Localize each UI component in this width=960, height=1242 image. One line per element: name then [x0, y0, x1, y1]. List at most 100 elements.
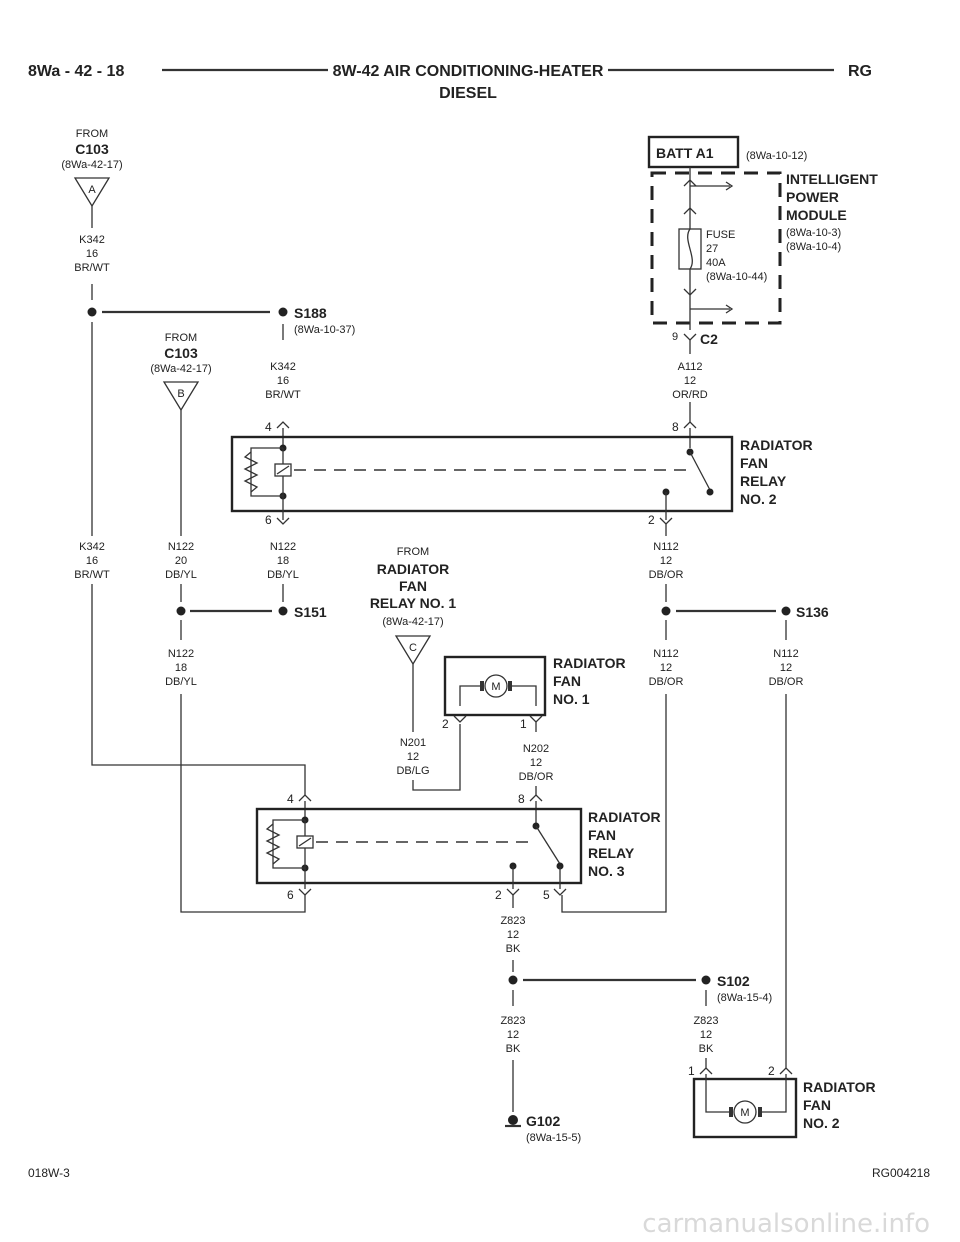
wire-gauge: 12	[407, 751, 419, 763]
wire-color: DB/YL	[165, 676, 197, 688]
wire-color: DB/OR	[649, 676, 684, 688]
ipm-ref2: (8Wa-10-4)	[786, 241, 841, 253]
wire-color: BK	[506, 1043, 521, 1055]
wire-gauge: 16	[86, 248, 98, 260]
ipm-line3: MODULE	[786, 207, 847, 223]
ipm-line1: INTELLIGENT	[786, 171, 878, 187]
wire-color: BR/WT	[265, 389, 301, 401]
wire-label: N122	[270, 541, 296, 553]
wire-color: DB/OR	[649, 569, 684, 581]
radiator-fan-relay-3: 4 8 RADIATOR FAN RELAY NO. 3 6 2 5 Z823	[255, 792, 661, 955]
wire-gauge: 16	[277, 375, 289, 387]
fuse-ref: (8Wa-10-44)	[706, 271, 767, 283]
wire-label: K342	[270, 361, 296, 373]
wire-gauge: 12	[684, 375, 696, 387]
connector-ref: (8Wa-42-17)	[61, 159, 122, 171]
intelligent-power-module: BATT A1 (8Wa-10-12) INTELLIGENT POWER MO…	[647, 135, 878, 401]
relay-line3: RELAY	[588, 845, 635, 861]
connector-ref: (8Wa-42-17)	[150, 363, 211, 375]
from-c103-b: FROM C103 (8Wa-42-17) B	[150, 332, 212, 536]
pin-4: 4	[287, 792, 294, 806]
header-right: RG	[848, 63, 872, 80]
splice-s188: S188 (8Wa-10-37) K342 16 BR/WT	[87, 305, 355, 401]
wire-gauge: 12	[507, 1029, 519, 1041]
ground-icon	[508, 1115, 518, 1125]
connector-triangle	[162, 381, 200, 412]
pin-5: 5	[543, 888, 550, 902]
wire-color: BK	[699, 1043, 714, 1055]
wire-color: BR/WT	[74, 262, 110, 274]
relay-box	[230, 435, 734, 513]
wire-gauge: 12	[507, 929, 519, 941]
batt-ref: (8Wa-10-12)	[746, 150, 807, 162]
splice-name: S188	[294, 305, 327, 321]
fuse-label: FUSE	[706, 229, 735, 241]
motor-icon	[484, 674, 508, 698]
wire-color: DB/YL	[165, 569, 197, 581]
splice-s102: S102 (8Wa-15-4) Z823 12 BK Z823 12 BK	[500, 960, 772, 1112]
wire-gauge: 12	[660, 662, 672, 674]
from-line3: RELAY NO. 1	[370, 595, 457, 611]
ground-name: G102	[526, 1113, 560, 1129]
connector-pin: A	[88, 184, 96, 196]
relay-box	[255, 807, 583, 885]
relay-line2: FAN	[588, 827, 616, 843]
radiator-fan-2: 1 2 RADIATOR FAN NO. 2 M	[688, 1064, 876, 1139]
connector-name: C103	[164, 345, 198, 361]
splice-name: S136	[796, 604, 829, 620]
fuse-amp: 40A	[706, 257, 726, 269]
pin-2: 2	[495, 888, 502, 902]
ground-g102: G102 (8Wa-15-5)	[505, 1113, 581, 1144]
from-line1: RADIATOR	[377, 561, 450, 577]
wire-gauge: 12	[700, 1029, 712, 1041]
relay-line1: RADIATOR	[588, 809, 661, 825]
wire-gauge: 16	[86, 555, 98, 567]
relay-line1: RADIATOR	[740, 437, 813, 453]
motor-label: M	[491, 681, 500, 693]
from-line2: FAN	[399, 578, 427, 594]
pin-4: 4	[265, 420, 272, 434]
connector-pin: 9	[672, 331, 678, 343]
fan-box	[692, 1077, 798, 1139]
relay-line4: NO. 3	[588, 863, 625, 879]
fuse-number: 27	[706, 243, 718, 255]
footer-right: RG004218	[872, 1166, 930, 1180]
wire-labels-mid: K342 16 BR/WT N122 20 DB/YL N122 18 DB/Y…	[74, 541, 683, 581]
wire-label: N112	[773, 648, 798, 660]
wire-gauge: 12	[530, 757, 542, 769]
wire-color: DB/YL	[267, 569, 299, 581]
pin-2: 2	[442, 717, 449, 731]
splice-s151: S151 N122 18 DB/YL	[165, 584, 327, 913]
relay-line4: NO. 2	[740, 491, 777, 507]
pin-2: 2	[648, 513, 655, 527]
from-label: FROM	[397, 546, 429, 558]
wire-label: Z823	[500, 915, 525, 927]
fan-line3: NO. 2	[803, 1115, 840, 1131]
header-title: 8W-42 AIR CONDITIONING-HEATER	[333, 63, 604, 80]
fan-line1: RADIATOR	[803, 1079, 876, 1095]
watermark: carmanualsonline.info	[642, 1209, 930, 1239]
wire-k342-lower	[91, 584, 306, 795]
relay-line2: FAN	[740, 455, 768, 471]
wire-gauge: 20	[175, 555, 187, 567]
wire-color: DB/LG	[396, 765, 429, 777]
fan-box	[443, 655, 547, 717]
batt-label: BATT A1	[656, 145, 714, 161]
splice-name: S102	[717, 973, 750, 989]
wire-label: N122	[168, 648, 194, 660]
connector-triangle	[394, 635, 432, 666]
footer-left: 018W-3	[28, 1166, 70, 1180]
page-header: 8Wa - 42 - 18 8W-42 AIR CONDITIONING-HEA…	[28, 63, 872, 102]
wire-label: N112	[653, 648, 678, 660]
from-label: FROM	[165, 332, 197, 344]
connector-pin: B	[177, 388, 184, 400]
pin-8: 8	[672, 420, 679, 434]
from-label: FROM	[76, 128, 108, 140]
ipm-ref1: (8Wa-10-3)	[786, 227, 841, 239]
pin-1: 1	[688, 1064, 695, 1078]
splice-ref: (8Wa-10-37)	[294, 324, 355, 336]
fan-line2: FAN	[553, 673, 581, 689]
radiator-fan-relay-2: 4 8 RADIATOR FAN RELAY NO. 2 6 2	[230, 402, 813, 536]
fan-line2: FAN	[803, 1097, 831, 1113]
wire-label: K342	[79, 234, 105, 246]
